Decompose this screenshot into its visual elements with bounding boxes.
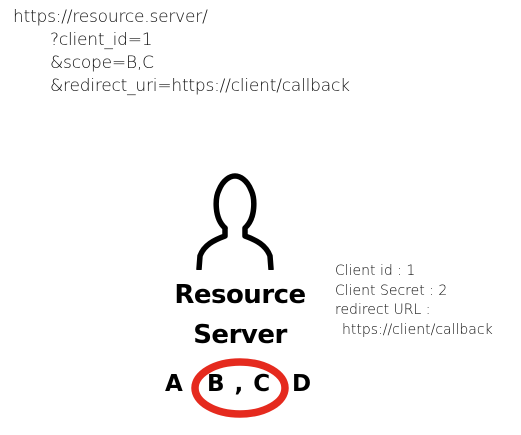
client-registration-info: Client id : 1 Client Secret : 2 redirect… [335,262,493,340]
url-redirect-uri-param: &redirect_uri=https://client/callback [50,76,350,96]
redirect-url-label: redirect URL : [335,302,431,318]
url-client-id-param: ?client_id=1 [50,30,153,50]
authorization-url: https://resource.server/ ?client_id=1 &s… [13,6,350,98]
scope-highlight-ellipse [191,358,289,418]
scope-a: A [165,371,183,397]
client-id-text: Client id : 1 [335,263,416,279]
redirect-url-value: https://client/callback [342,321,493,338]
person-icon [196,173,274,270]
client-secret-text: Client Secret : 2 [335,282,448,299]
scope-b-c: B , C [207,371,272,397]
resource-server-label-line2: Server [193,320,287,350]
resource-server-label-line1: Resource [174,280,306,310]
scope-d: D [292,371,312,397]
url-base: https://resource.server/ [13,7,208,27]
url-scope-param: &scope=B,C [50,53,154,73]
